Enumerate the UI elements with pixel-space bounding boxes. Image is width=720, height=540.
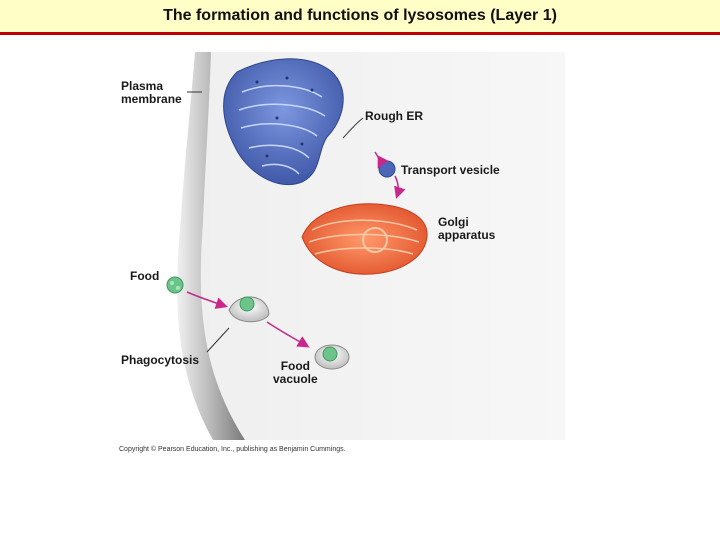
arrow-pocket-to-vacuole — [266, 321, 310, 348]
label-golgi-line1: Golgi — [438, 215, 469, 229]
food-vacuole-shape — [314, 344, 350, 370]
figure-canvas — [166, 52, 565, 440]
food-particle — [166, 276, 184, 294]
transport-vesicle-shape — [378, 160, 396, 178]
copyright-text: Copyright © Pearson Education, Inc., pub… — [119, 446, 346, 453]
label-food: Food — [130, 269, 160, 283]
arrow-food-to-pocket — [186, 291, 228, 309]
phagocytosis-pocket — [228, 296, 270, 323]
label-golgi-apparatus: Golgi apparatus — [438, 216, 495, 242]
label-rough-er: Rough ER — [365, 109, 423, 123]
rough-er-shape — [223, 58, 344, 186]
label-food-vacuole-line1: Food — [280, 359, 311, 373]
plasma-membrane — [177, 52, 245, 440]
label-phagocytosis: Phagocytosis — [121, 353, 200, 367]
label-plasma-membrane-line1: Plasma — [121, 79, 164, 93]
golgi-shape — [301, 203, 428, 275]
slide-title: The formation and functions of lysosomes… — [163, 7, 557, 24]
label-food-vacuole: Food vacuole — [273, 360, 318, 386]
leader-phagocytosis — [206, 327, 230, 353]
label-transport-vesicle: Transport vesicle — [401, 163, 500, 177]
arrow-vesicle-to-golgi — [394, 175, 406, 199]
lysosome-figure — [117, 52, 565, 440]
leader-rough-er — [342, 117, 364, 139]
title-bar: The formation and functions of lysosomes… — [0, 0, 720, 35]
label-golgi-line2: apparatus — [438, 228, 496, 242]
arrow-er-to-vesicle — [374, 151, 389, 169]
label-food-vacuole-line2: vacuole — [273, 372, 318, 386]
label-plasma-membrane: Plasma membrane — [121, 80, 182, 106]
label-plasma-membrane-line2: membrane — [121, 92, 182, 106]
